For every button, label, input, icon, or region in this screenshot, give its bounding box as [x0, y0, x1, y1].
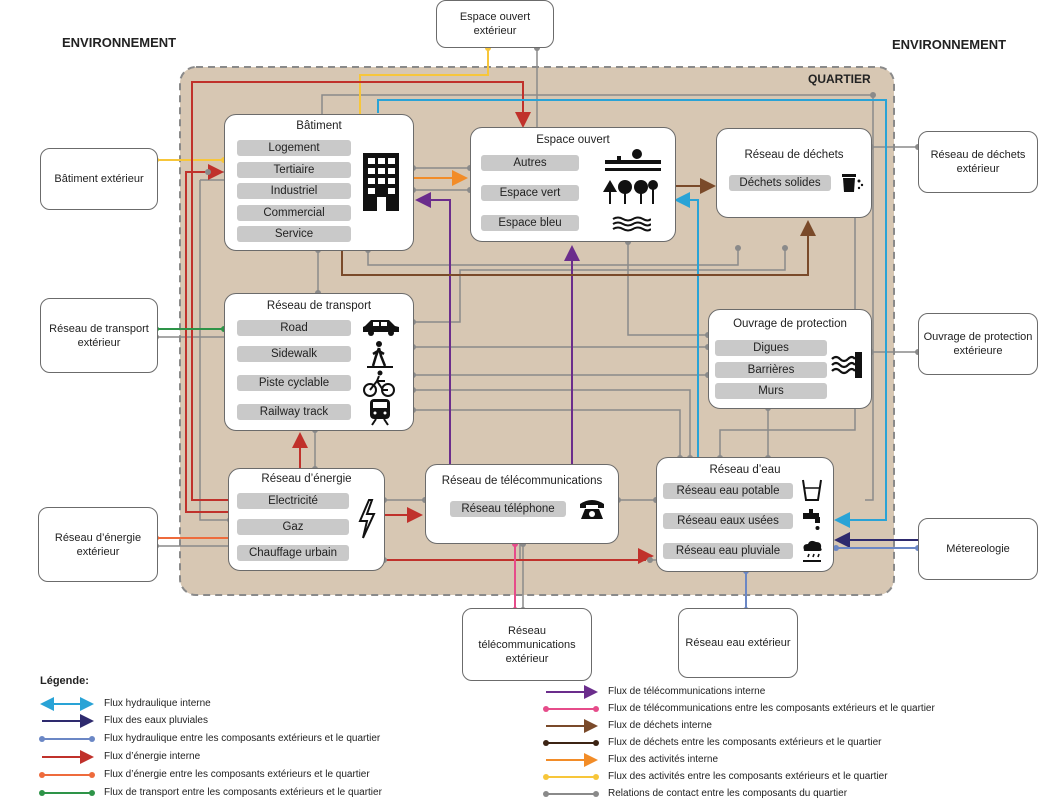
environment-label-left: ENVIRONNEMENT — [62, 35, 177, 50]
trees-icon — [603, 180, 658, 204]
ext-protection-label: Ouvrage de protection extérieure — [923, 331, 1033, 357]
energie-title: Réseau d’énergie — [261, 473, 352, 485]
telecom-internal-flows — [415, 192, 580, 469]
transport-item-railway: Railway track — [237, 404, 351, 420]
eau-item-potable: Réseau eau potable — [663, 483, 793, 499]
espace-ouvert-item-espace-bleu: Espace bleu — [481, 215, 579, 231]
ext-energie-box: Réseau d’énergie extérieur — [38, 507, 158, 582]
quartier-label: QUARTIER — [808, 72, 871, 86]
ext-espace-ouvert-label: Espace ouvert extérieur — [459, 11, 531, 37]
ext-eau-label: Réseau eau extérieur — [685, 637, 791, 649]
legend-label-telecom-ext: Flux de télécommunications entre les com… — [608, 703, 935, 714]
glass-icon — [802, 479, 822, 501]
building-icon — [363, 153, 399, 211]
protection-title: Ouvrage de protection — [733, 318, 847, 330]
ext-batiment-label: Bâtiment extérieur — [54, 173, 144, 185]
pedestrian-icon — [367, 341, 393, 368]
eau-item-usees: Réseau eaux usées — [663, 513, 793, 529]
bench-icon — [605, 149, 661, 171]
legend-label-activity-ext: Flux des activités entre les composants … — [608, 771, 888, 782]
ext-espace-ouvert-box: Espace ouvert extérieur — [436, 0, 554, 48]
batiment-item-logement: Logement — [237, 140, 351, 156]
trash-icon — [842, 174, 864, 192]
espace-ouvert-title: Espace ouvert — [536, 134, 610, 146]
waste-internal-flows — [341, 178, 816, 276]
contact-relations — [156, 48, 918, 610]
legend-label-activity-internal: Flux des activités interne — [608, 754, 719, 765]
espace-ouvert-item-autres: Autres — [481, 155, 579, 171]
batiment-item-commercial: Commercial — [237, 205, 351, 221]
telecom-component: Réseau de télécommunications Réseau télé… — [425, 464, 619, 544]
transport-title: Réseau de transport — [266, 300, 372, 312]
activity-ext-flow-2 — [359, 48, 489, 117]
ext-batiment-box: Bâtiment extérieur — [40, 148, 158, 210]
ext-transport-label: Réseau de transport extérieur — [49, 322, 149, 349]
energie-component: Réseau d’énergie Electricité Gaz Chauffa… — [228, 468, 385, 571]
telecom-title: Réseau de télécommunications — [441, 475, 603, 487]
ext-eau-box: Réseau eau extérieur — [678, 608, 798, 678]
energie-item-gaz: Gaz — [237, 519, 349, 535]
legend-label-waste-internal: Flux de déchets interne — [608, 720, 712, 731]
energie-item-electricite: Electricité — [237, 493, 349, 509]
ext-dechets-box: Réseau de déchets extérieur — [918, 131, 1038, 193]
eau-title: Réseau d’eau — [709, 464, 781, 476]
train-icon — [370, 399, 390, 426]
legend-title: Légende: — [40, 675, 89, 687]
ext-telecom-box: Réseau télécommunications extérieur — [462, 608, 592, 681]
legend-label-energy-internal: Flux d’énergie interne — [104, 751, 201, 762]
ext-meteo-label: Métereologie — [946, 543, 1010, 555]
espace-ouvert-component: Espace ouvert Autres Espace vert Espace … — [470, 127, 676, 242]
transport-item-piste-cyclable: Piste cyclable — [237, 375, 351, 391]
dechets-title: Réseau de déchets — [744, 149, 844, 161]
legend-label-hydraulic-internal: Flux hydraulique interne — [104, 698, 211, 709]
bicycle-icon — [363, 370, 395, 397]
legend-label-transport-ext: Flux de transport entre les composants e… — [104, 787, 382, 798]
legend-label-telecom-internal: Flux de télécommunications interne — [608, 686, 766, 697]
ext-telecom-label: Réseau télécommunications extérieur — [478, 624, 576, 665]
legend-label-rain: Flux des eaux pluviales — [104, 715, 208, 726]
dechets-component: Réseau de déchets Déchets solides — [716, 128, 872, 218]
eau-component: Réseau d’eau Réseau eau potable Réseau e… — [656, 457, 834, 572]
lightning-icon — [358, 499, 376, 539]
ext-protection-box: Ouvrage de protection extérieure — [918, 313, 1038, 375]
transport-component: Réseau de transport Road Sidewalk Piste … — [224, 293, 414, 431]
tap-icon — [803, 509, 820, 530]
rain-icon — [803, 540, 822, 562]
waves-icon — [612, 216, 651, 232]
ext-transport-box: Réseau de transport extérieur — [40, 298, 158, 373]
dechets-item-solides: Déchets solides — [729, 175, 831, 191]
legend-label-energy-ext: Flux d’énergie entre les composants exté… — [104, 769, 370, 780]
legend-label-waste-ext: Flux de déchets entre les composants ext… — [608, 737, 882, 748]
legend-label-contact: Relations de contact entre les composant… — [608, 788, 848, 799]
protection-item-barrieres: Barrières — [715, 362, 827, 378]
eau-item-pluviale: Réseau eau pluviale — [663, 543, 793, 559]
protection-item-murs: Murs — [715, 383, 827, 399]
batiment-item-tertiaire: Tertiaire — [237, 162, 351, 178]
energie-item-chauffage: Chauffage urbain — [237, 545, 349, 561]
car-icon — [363, 320, 399, 336]
hydraulic-internal-flows — [377, 99, 887, 528]
telephone-icon — [580, 500, 604, 519]
telecom-item-telephone: Réseau téléphone — [450, 501, 566, 517]
batiment-title: Bâtiment — [296, 120, 342, 132]
espace-ouvert-item-espace-vert: Espace vert — [481, 185, 579, 201]
transport-item-sidewalk: Sidewalk — [237, 346, 351, 362]
batiment-item-service: Service — [237, 226, 351, 242]
legend-label-hydraulic-ext: Flux hydraulique entre les composants ex… — [104, 733, 381, 744]
batiment-component: Bâtiment Logement Tertiaire Industriel C… — [224, 114, 414, 251]
protection-component: Ouvrage de protection Digues Barrières M… — [708, 309, 872, 409]
transport-item-road: Road — [237, 320, 351, 336]
ext-energie-label: Réseau d’énergie extérieur — [54, 531, 142, 558]
ext-dechets-label: Réseau de déchets extérieur — [930, 149, 1026, 175]
batiment-item-industriel: Industriel — [237, 183, 351, 199]
environment-label-right: ENVIRONNEMENT — [892, 37, 1007, 52]
ext-meteo-box: Métereologie — [918, 518, 1038, 580]
dike-icon — [831, 352, 862, 378]
protection-item-digues: Digues — [715, 340, 827, 356]
